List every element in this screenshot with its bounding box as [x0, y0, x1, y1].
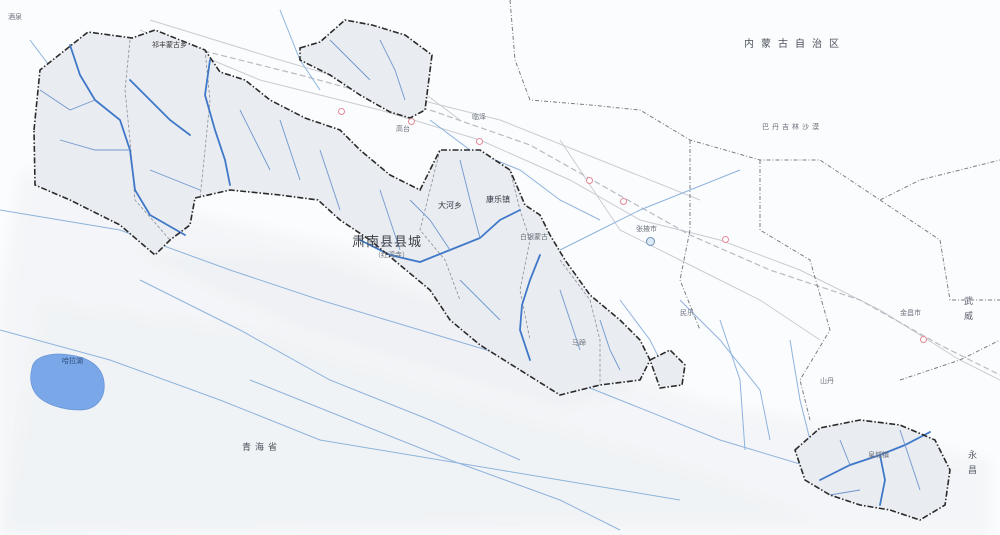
label-mati: 马蹄 — [572, 339, 586, 347]
label-qinghai: 青海省 — [242, 443, 282, 453]
label-minle: 民乐 — [680, 309, 694, 317]
hala-lake — [30, 353, 105, 411]
county-boundaries — [33, 19, 951, 521]
town-dot — [586, 177, 593, 184]
town-dot — [920, 336, 927, 343]
label-linze: 临泽 — [472, 113, 486, 121]
town-dot — [620, 198, 627, 205]
county-territory — [34, 20, 950, 520]
city-symbol-icon — [646, 237, 655, 246]
label-baiyin: 白银蒙古 — [520, 233, 548, 241]
town-dot — [408, 118, 415, 125]
label-kangle: 康乐镇 — [486, 195, 510, 204]
label-badain: 巴丹吉林沙漠 — [762, 123, 822, 131]
town-dot — [476, 138, 483, 145]
town-dot — [722, 236, 729, 243]
label-hala-hu: 哈拉湖 — [62, 357, 83, 365]
label-yongchang: 永昌 — [966, 450, 976, 480]
label-huangcheng: 皇城镇 — [868, 451, 889, 459]
label-jiuquan: 酒泉 — [8, 13, 22, 21]
main-rivers — [69, 44, 931, 506]
label-sunan-county: 肃南县县城 — [352, 235, 423, 250]
town-dot — [338, 108, 345, 115]
label-dahe: 大河乡 — [438, 201, 462, 210]
label-qilian-top: 祁丰蒙古乡 — [152, 41, 187, 49]
label-jinchang: 金昌市 — [900, 309, 921, 317]
label-sunan-sub: （红湾寺） — [374, 251, 409, 259]
tributaries — [39, 39, 921, 496]
label-wuwei: 武威 — [962, 296, 972, 326]
label-gaotai: 高台 — [396, 125, 410, 133]
province-boundaries — [509, 0, 1000, 421]
label-inner-mongolia: 内蒙古自治区 — [744, 39, 846, 50]
label-zhangye: 张掖市 — [636, 225, 657, 233]
label-shandan: 山丹 — [820, 377, 834, 385]
minor-rivers — [0, 9, 821, 531]
